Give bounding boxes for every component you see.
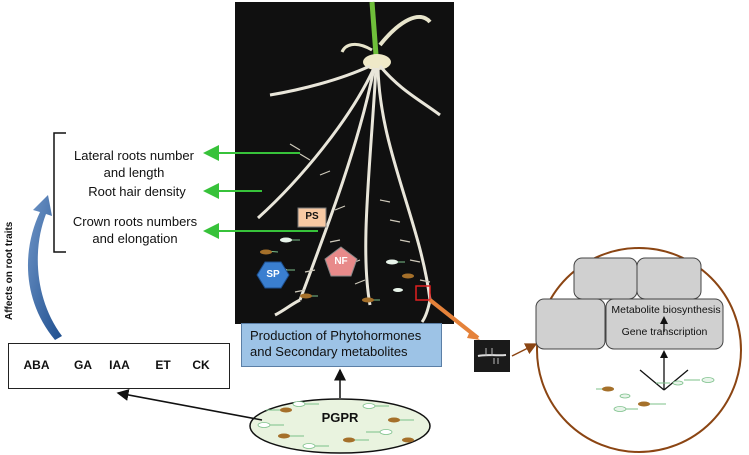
traits-bracket (53, 132, 66, 253)
metabolite-label: Metabolite biosynthesis (611, 304, 721, 316)
pgpr-label: PGPR (321, 410, 359, 425)
lateral-roots-label: Lateral roots number and length (64, 147, 204, 181)
hormone-ga: GA (74, 358, 92, 372)
nf-label: NF (334, 256, 348, 267)
hormone-aba: ABA (23, 358, 50, 372)
nf-badge (324, 246, 358, 277)
production-line1: Production of Phytohormones (250, 328, 422, 343)
lateral-roots-line1: Lateral roots number (74, 148, 194, 163)
pgpr-to-hormones-arrow (116, 389, 263, 421)
crown-roots-line2: and elongation (92, 231, 178, 246)
hormone-et: ET (155, 358, 171, 372)
root-hair-label: Root hair density (88, 184, 186, 199)
affects-arrow (27, 195, 63, 340)
hormones-box (8, 343, 230, 389)
hormone-iaa: IAA (109, 358, 130, 372)
cell-zoom-circle (535, 247, 742, 453)
sp-label: SP (266, 269, 280, 280)
ps-badge (297, 207, 327, 228)
ps-label: PS (305, 211, 319, 222)
sp-badge (256, 261, 290, 289)
affects-label: Affects on root traits (4, 221, 15, 320)
hormone-ck: CK (192, 358, 210, 372)
zoom-thumbnail (474, 340, 510, 372)
lateral-roots-line2: and length (103, 165, 165, 180)
production-line2: and Secondary metabolites (250, 344, 408, 359)
gene-label: Gene transcription (621, 326, 708, 338)
crown-roots-line1: Crown roots numbers (72, 214, 198, 229)
production-box: Production of Phytohormones and Secondar… (241, 323, 442, 367)
crown-roots-label: Crown roots numbers and elongation (62, 213, 208, 247)
to-cell-arrow (511, 343, 538, 357)
pgpr-ellipse (249, 398, 431, 454)
zoom-marker (415, 285, 431, 301)
trait-arrows (203, 145, 318, 239)
